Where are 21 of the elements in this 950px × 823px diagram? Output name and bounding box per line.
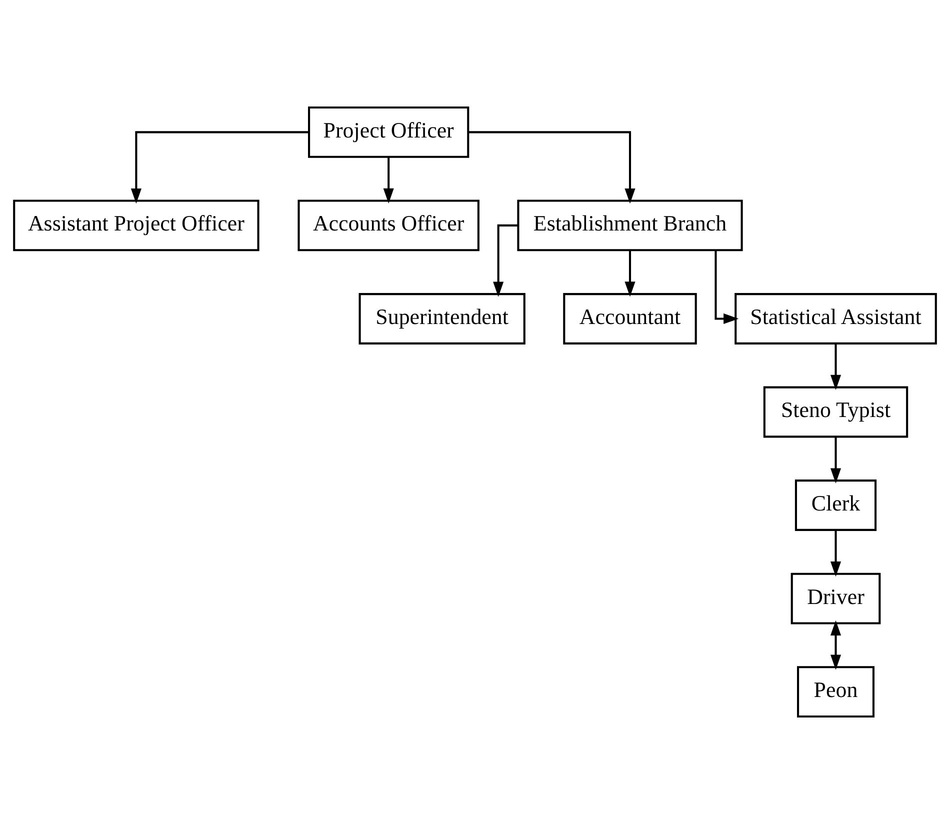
arrow <box>383 156 394 203</box>
arrow <box>624 250 636 296</box>
node-box: Assistant Project Officer <box>13 199 260 251</box>
node-box: Project Officer <box>308 106 470 158</box>
node-box: Superintendent <box>358 292 526 344</box>
node-box: Accountant <box>563 292 697 344</box>
node-box: Peon <box>797 666 874 718</box>
arrow <box>830 436 842 483</box>
arrow <box>830 620 842 670</box>
arrow <box>830 530 842 576</box>
arrow <box>468 130 636 204</box>
node-box: Establishment Branch <box>517 199 743 251</box>
node-box: Accounts Officer <box>298 199 480 251</box>
node-box: Steno Typist <box>763 386 908 438</box>
arrow <box>714 250 739 324</box>
node-box: Clerk <box>794 479 877 530</box>
arrow <box>493 224 518 296</box>
node-box: Statistical Assistant <box>734 292 937 344</box>
arrow <box>830 343 842 390</box>
node-box: Driver <box>790 572 881 624</box>
arrow <box>130 130 309 204</box>
